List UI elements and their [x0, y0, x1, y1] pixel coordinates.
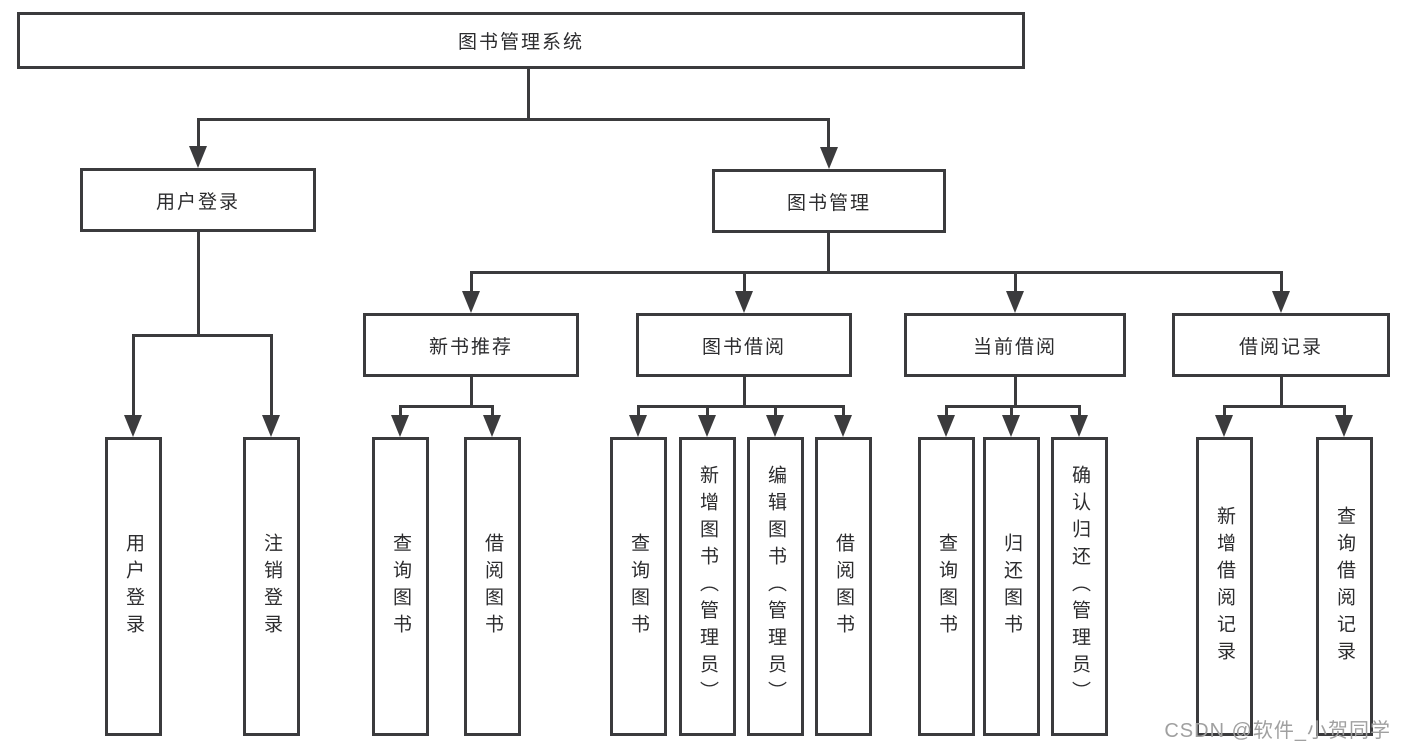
arrowhead-icon — [766, 415, 784, 437]
connector-line — [197, 118, 830, 121]
leaf-query-books-borrowing: 查询图书 — [610, 437, 667, 736]
connector-line — [1223, 405, 1346, 408]
connector-line — [132, 334, 273, 337]
leaf-query-books-current: 查询图书 — [918, 437, 975, 736]
arrowhead-icon — [262, 415, 280, 437]
connector-line — [1343, 405, 1346, 417]
connector-line — [774, 405, 777, 417]
connector-line — [827, 118, 830, 149]
arrowhead-icon — [462, 291, 480, 313]
arrowhead-icon — [1006, 291, 1024, 313]
leaf-logout: 注销登录 — [243, 437, 300, 736]
node-current-borrowing: 当前借阅 — [904, 313, 1126, 377]
connector-line — [470, 377, 473, 407]
node-library-system: 图书管理系统 — [17, 12, 1025, 69]
connector-line — [1280, 271, 1283, 293]
leaf-query-books-recommend: 查询图书 — [372, 437, 429, 736]
arrowhead-icon — [834, 415, 852, 437]
leaf-edit-books-admin: 编辑图书（管理员） — [747, 437, 804, 736]
arrowhead-icon — [1070, 415, 1088, 437]
arrowhead-icon — [629, 415, 647, 437]
leaf-user-login: 用户登录 — [105, 437, 162, 736]
connector-line — [1010, 405, 1013, 417]
connector-line — [527, 69, 530, 120]
connector-line — [1280, 377, 1283, 407]
arrowhead-icon — [735, 291, 753, 313]
connector-line — [470, 271, 1282, 274]
arrowhead-icon — [698, 415, 716, 437]
connector-line — [1223, 405, 1226, 417]
leaf-borrow-books-recommend: 借阅图书 — [464, 437, 521, 736]
leaf-add-borrow-record: 新增借阅记录 — [1196, 437, 1253, 736]
node-new-book-recommend: 新书推荐 — [363, 313, 579, 377]
node-book-borrowing: 图书借阅 — [636, 313, 852, 377]
arrowhead-icon — [483, 415, 501, 437]
connector-line — [470, 271, 473, 293]
node-user-login: 用户登录 — [80, 168, 316, 232]
arrowhead-icon — [189, 146, 207, 168]
node-borrow-records: 借阅记录 — [1172, 313, 1390, 377]
connector-line — [945, 405, 948, 417]
watermark: CSDN @软件_小贺同学 — [1164, 720, 1391, 742]
arrowhead-icon — [1335, 415, 1353, 437]
leaf-return-books: 归还图书 — [983, 437, 1040, 736]
leaf-confirm-return-admin: 确认归还（管理员） — [1051, 437, 1108, 736]
connector-line — [637, 405, 640, 417]
connector-line — [827, 233, 830, 273]
connector-line — [1014, 377, 1017, 407]
connector-line — [945, 405, 1081, 408]
connector-line — [1014, 271, 1017, 293]
arrowhead-icon — [1272, 291, 1290, 313]
arrowhead-icon — [1002, 415, 1020, 437]
arrowhead-icon — [391, 415, 409, 437]
connector-line — [491, 405, 494, 417]
leaf-add-books-admin: 新增图书（管理员） — [679, 437, 736, 736]
node-book-management: 图书管理 — [712, 169, 946, 233]
connector-line — [743, 377, 746, 407]
connector-line — [270, 334, 273, 417]
connector-line — [706, 405, 709, 417]
connector-line — [399, 405, 494, 408]
connector-line — [399, 405, 402, 417]
connector-line — [1078, 405, 1081, 417]
leaf-borrow-books-borrowing: 借阅图书 — [815, 437, 872, 736]
connector-line — [197, 232, 200, 336]
arrowhead-icon — [1215, 415, 1233, 437]
arrowhead-icon — [937, 415, 955, 437]
connector-line — [743, 271, 746, 293]
arrowhead-icon — [124, 415, 142, 437]
connector-line — [842, 405, 845, 417]
leaf-query-borrow-record: 查询借阅记录 — [1316, 437, 1373, 736]
arrowhead-icon — [820, 147, 838, 169]
connector-line — [197, 118, 200, 148]
connector-line — [132, 334, 135, 417]
connector-line — [637, 405, 845, 408]
